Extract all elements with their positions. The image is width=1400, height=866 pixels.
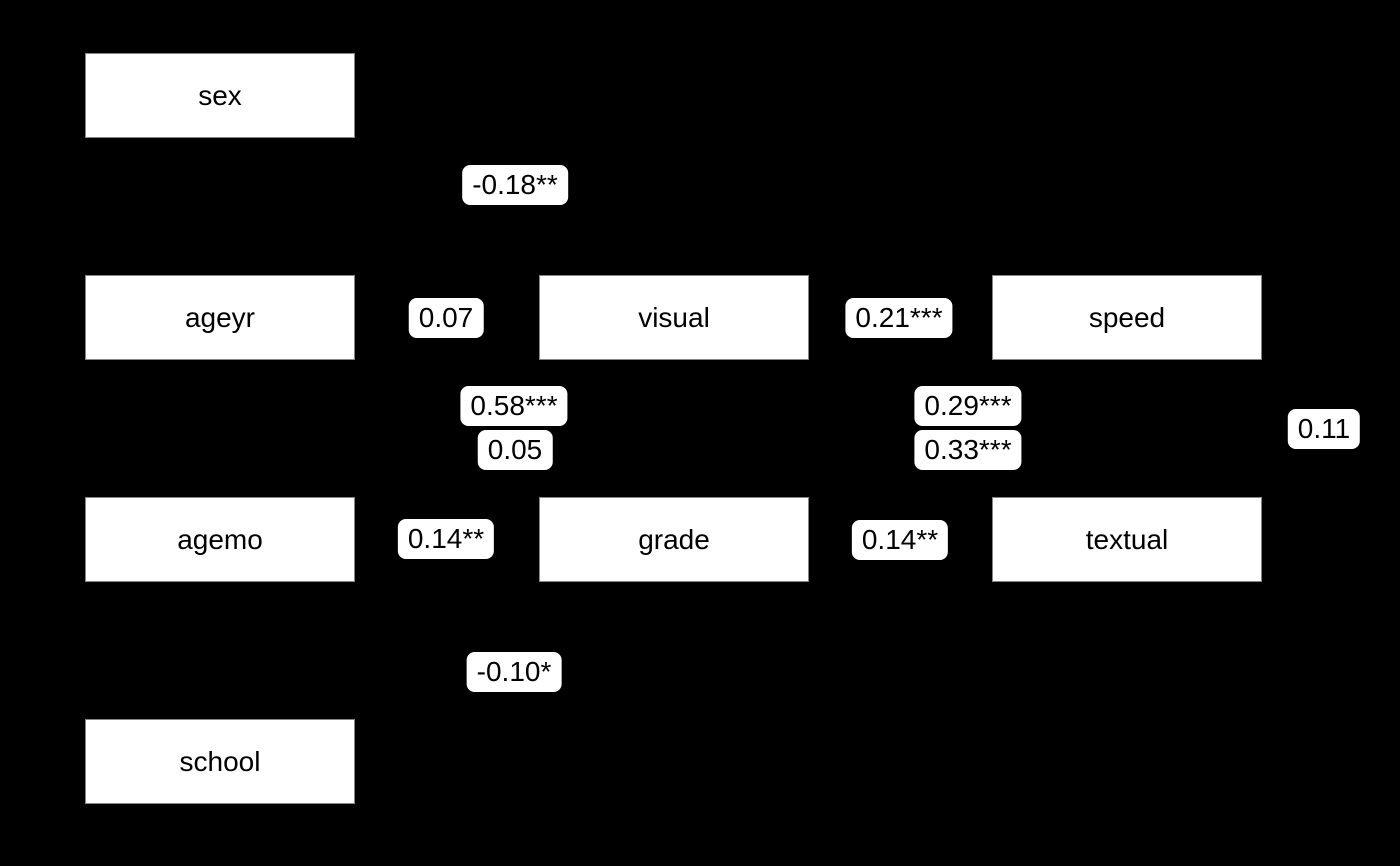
node-speed: speed [992,275,1262,360]
coef-ageyr-visual: 0.07 [408,298,484,338]
node-ageyr: ageyr [85,275,355,360]
coef-agemo-grade: 0.14** [397,519,495,559]
node-label: grade [638,523,710,555]
node-sex: sex [85,53,355,138]
coef-sex-visual: -0.18** [462,165,568,205]
node-label: sex [198,79,242,111]
coef-visual-speed: 0.21*** [845,298,953,338]
node-textual: textual [992,497,1262,582]
coef-cross-right-bot: 0.33*** [914,430,1022,470]
coef-grade-textual: 0.14** [851,520,949,560]
node-label: textual [1085,523,1169,555]
node-visual: visual [539,275,809,360]
node-label: school [179,745,261,777]
coef-school-grade: -0.10* [466,652,562,692]
node-label: speed [1088,301,1166,333]
node-school: school [85,719,355,804]
coef-cross-left-bot: 0.05 [477,430,553,470]
node-label: ageyr [184,301,256,333]
coef-cross-left-top: 0.58*** [460,386,568,426]
node-grade: grade [539,497,809,582]
coef-cross-right-top: 0.29*** [914,386,1022,426]
node-label: visual [638,301,710,333]
node-agemo: agemo [85,497,355,582]
coef-speed-textual: 0.11 [1287,409,1361,449]
node-label: agemo [177,523,263,555]
